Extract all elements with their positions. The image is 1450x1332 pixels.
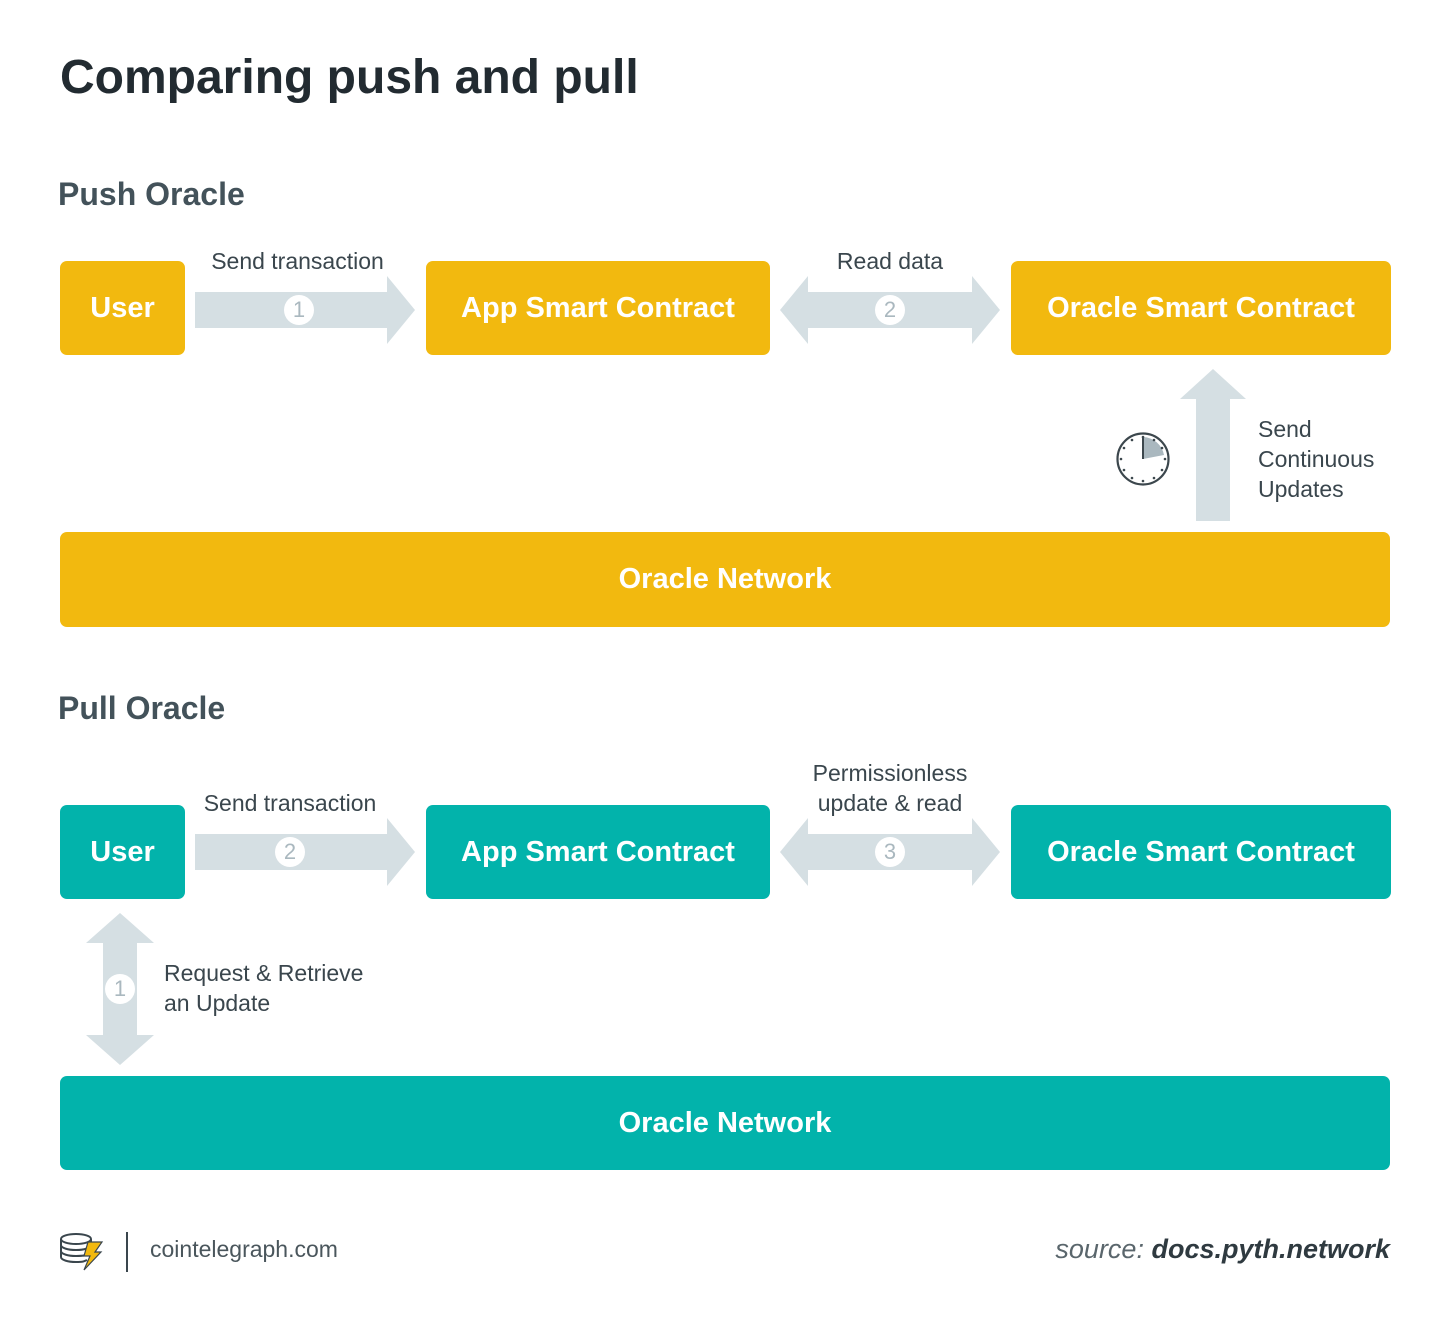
pull-oracle-network-box: Oracle Network <box>60 1076 1390 1170</box>
push-updates-label-line3: Updates <box>1258 476 1344 502</box>
footer-divider <box>126 1232 128 1272</box>
pull-step2-number: 2 <box>275 837 305 867</box>
push-updates-label-line2: Continuous <box>1258 446 1375 472</box>
push-oracle-contract-box: Oracle Smart Contract <box>1011 261 1391 355</box>
push-step2-label: Read data <box>836 248 944 274</box>
pull-oracle-heading: Pull Oracle <box>58 690 226 726</box>
pull-step3-label-line2: update & read <box>817 790 963 816</box>
push-updates-label-line1: Send <box>1258 416 1312 442</box>
push-step1-number: 1 <box>284 295 314 325</box>
pull-step2-arrow <box>195 818 415 886</box>
pull-step2-label: Send transaction <box>203 790 377 816</box>
pull-step3-number: 3 <box>875 837 905 867</box>
footer-source-prefix: source: <box>1055 1234 1144 1264</box>
pull-app-contract-box: App Smart Contract <box>426 805 770 899</box>
page-title: Comparing push and pull <box>60 51 639 104</box>
push-user-box: User <box>60 261 185 355</box>
pull-step1-label-line1: Request & Retrieve <box>164 960 364 986</box>
pull-step3-label-line1: Permissionless <box>812 760 968 786</box>
pull-oracle-contract-box: Oracle Smart Contract <box>1011 805 1391 899</box>
pull-step1-label: Request & Retrieve an Update <box>164 958 363 1018</box>
push-app-contract-box: App Smart Contract <box>426 261 770 355</box>
push-step2-number: 2 <box>875 295 905 325</box>
footer-source: source: docs.pyth.network <box>1055 1234 1390 1265</box>
footer-site-link[interactable]: cointelegraph.com <box>150 1236 338 1262</box>
push-updates-arrow <box>1180 369 1246 521</box>
push-oracle-network-box: Oracle Network <box>60 532 1390 627</box>
footer-source-name: docs.pyth.network <box>1151 1234 1390 1264</box>
cointelegraph-logo-icon <box>60 1233 104 1271</box>
pull-step1-number: 1 <box>105 974 135 1004</box>
push-oracle-heading: Push Oracle <box>58 176 245 212</box>
pull-user-box: User <box>60 805 185 899</box>
clock-icon <box>1116 432 1170 486</box>
pull-step3-label: Permissionless update & read <box>780 758 1000 818</box>
pull-step1-label-line2: an Update <box>164 990 271 1016</box>
push-updates-label: Send Continuous Updates <box>1258 414 1374 504</box>
push-step1-label: Send transaction <box>211 248 384 274</box>
